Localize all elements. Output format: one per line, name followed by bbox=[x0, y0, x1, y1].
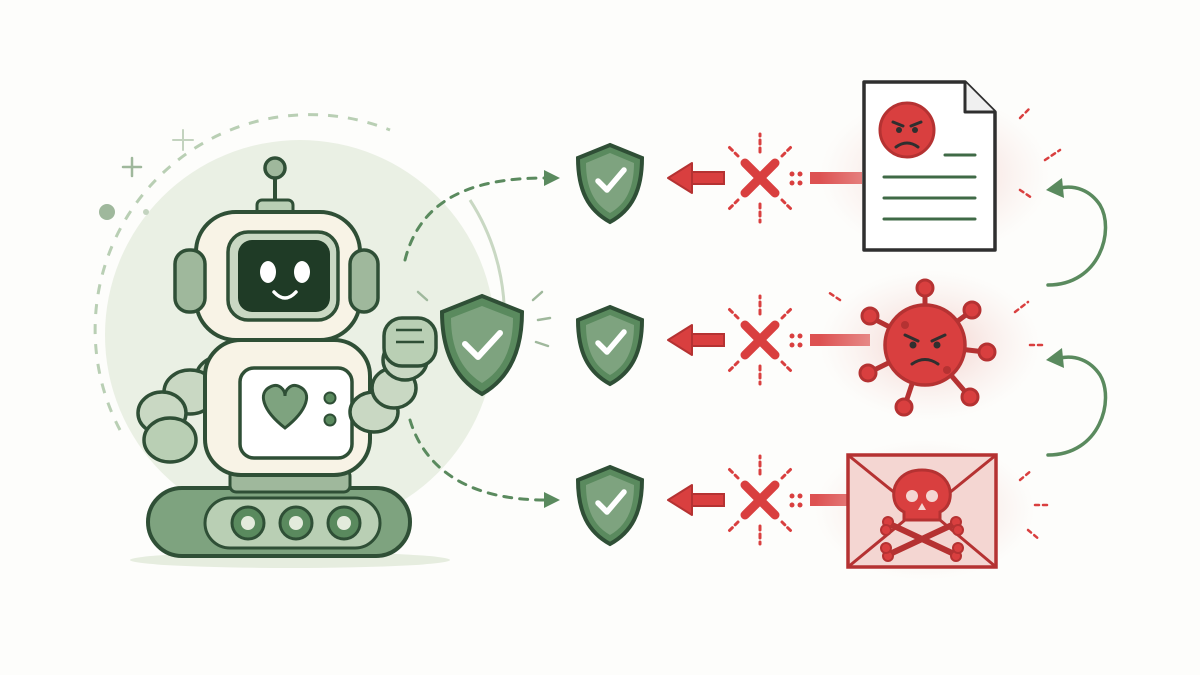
curved-arrow-icon-lower bbox=[1046, 348, 1108, 457]
angry-document-icon bbox=[820, 80, 1062, 255]
robot-held-shield bbox=[416, 290, 552, 397]
connector-arrowheads bbox=[544, 170, 560, 508]
skull-envelope-icon bbox=[815, 440, 1052, 580]
left-arrow-icon-row3 bbox=[667, 484, 725, 516]
sparkle-dot-small bbox=[143, 209, 149, 215]
orbit-dashed-arc bbox=[93, 113, 391, 431]
curved-arrow-icon-upper bbox=[1046, 178, 1108, 287]
shield-check-icon-row2 bbox=[575, 304, 645, 387]
sparkle-plus-1 bbox=[121, 156, 143, 178]
left-arrow-icon-row1 bbox=[667, 162, 725, 194]
robot-right-arm bbox=[348, 316, 438, 434]
cross-icon-row1 bbox=[726, 132, 794, 224]
robot-body bbox=[203, 338, 372, 477]
cross-icon-row2 bbox=[726, 294, 794, 386]
robot-tracks bbox=[130, 468, 450, 568]
sparkle-dot bbox=[99, 204, 115, 220]
robot-screen bbox=[238, 240, 330, 312]
left-arrow-icon-row2 bbox=[667, 324, 725, 356]
robot-head bbox=[173, 156, 380, 342]
virus-icon bbox=[820, 270, 1047, 420]
robot-group bbox=[93, 113, 560, 568]
dashed-connectors bbox=[403, 176, 547, 502]
shield-check-icon-row3 bbox=[575, 464, 645, 547]
cross-icon-row3 bbox=[726, 454, 794, 546]
heart-icon bbox=[261, 383, 309, 430]
shield-check-icon-row1 bbox=[575, 142, 645, 225]
skull-icon bbox=[880, 468, 964, 562]
sparkle-plus-2 bbox=[172, 129, 194, 151]
